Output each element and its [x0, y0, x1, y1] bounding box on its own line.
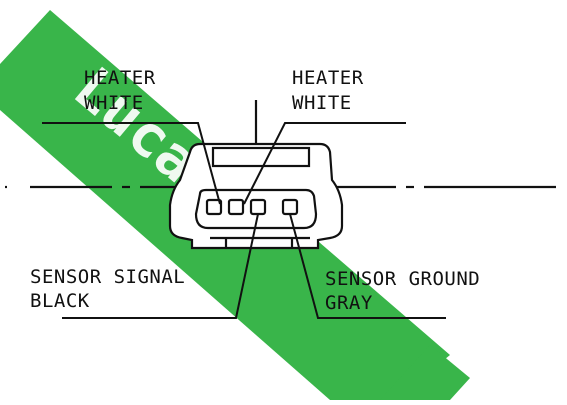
heater-left-line2: WHITE	[84, 92, 144, 114]
leader-sensor-ground	[289, 213, 446, 319]
pin-3	[249, 198, 267, 216]
pin-2	[227, 198, 245, 216]
sensor-signal-line1: SENSOR SIGNAL	[30, 266, 185, 288]
pin-4	[281, 198, 299, 216]
leader-heater-right	[243, 122, 406, 205]
heater-right-line2: WHITE	[292, 92, 352, 114]
four-pin-connector-icon	[168, 142, 344, 250]
latch-window	[211, 146, 311, 168]
leader-lines	[42, 122, 446, 319]
sensor-ground-line2: GRAY	[325, 292, 373, 314]
leader-sensor-signal	[62, 213, 259, 319]
leader-heater-left	[42, 122, 221, 205]
heater-left-line1: HEATER	[84, 67, 156, 89]
labels: HEATER WHITE HEATER WHITE SENSOR SIGNAL …	[30, 67, 480, 314]
watermark-band-corner	[380, 345, 470, 400]
sensor-signal-line2: BLACK	[30, 290, 90, 312]
sensor-ground-line1: SENSOR GROUND	[325, 268, 480, 290]
heater-right-line1: HEATER	[292, 67, 364, 89]
pin-1	[205, 198, 223, 216]
